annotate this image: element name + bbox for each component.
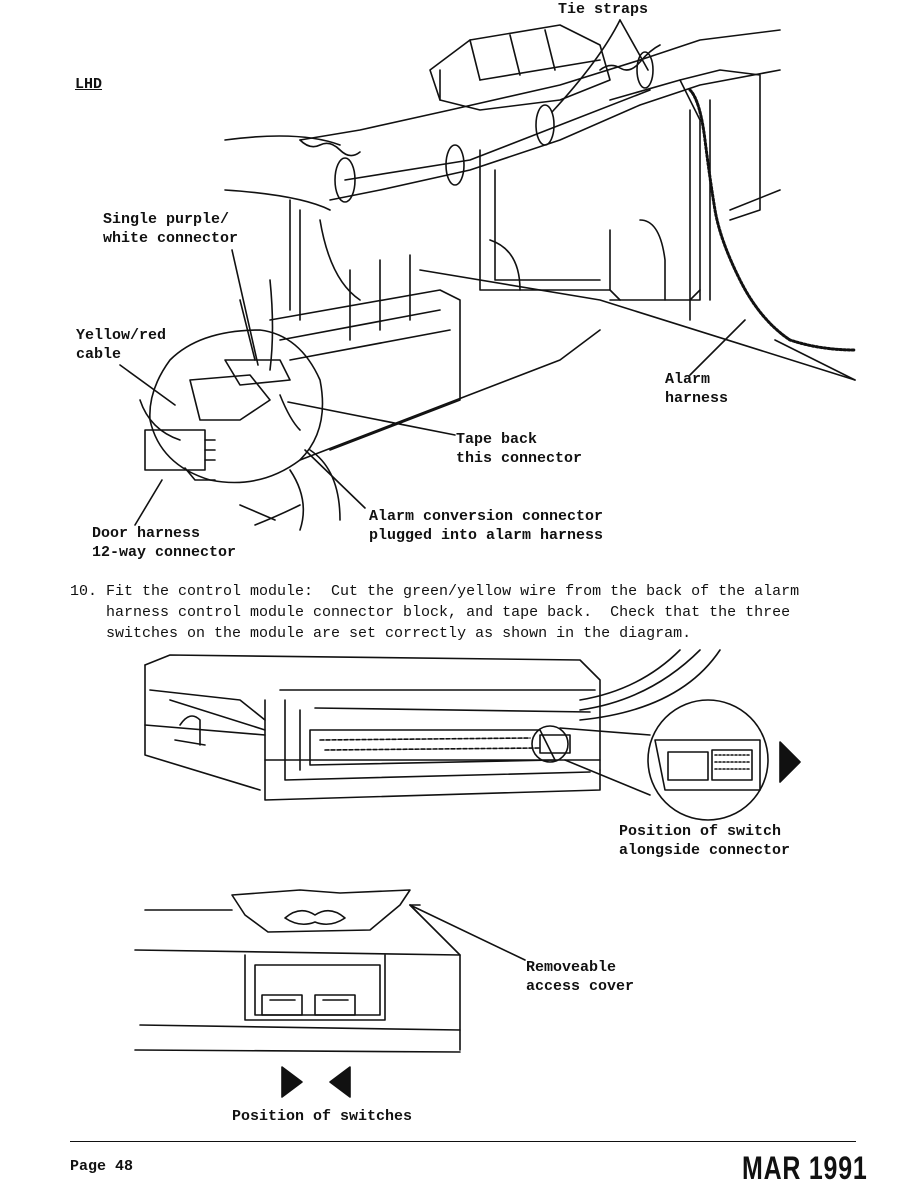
single-purple-white-connector-label: Single purple/ white connector — [103, 211, 239, 247]
alarm-harness-label: Alarm harness — [665, 371, 729, 407]
module-front-illustration — [134, 889, 526, 1098]
footer-rule — [70, 1141, 856, 1142]
door-harness-label: Door harness 12-way connector — [92, 525, 237, 561]
harness-illustration — [119, 19, 857, 531]
lhd-label: LHD — [75, 76, 103, 93]
tie-straps-label: Tie straps — [558, 1, 649, 18]
control-module-illustration — [144, 649, 801, 821]
page-number: Page 48 — [70, 1158, 134, 1175]
removeable-access-cover-label: Removeable access cover — [526, 959, 635, 995]
yellow-red-cable-label: Yellow/red cable — [76, 327, 167, 363]
date-stamp: MAR 1991 — [742, 1150, 868, 1186]
alarm-conversion-label: Alarm conversion connector plugged into … — [369, 508, 604, 544]
switches-position-label: Position of switches — [232, 1108, 413, 1125]
step-10-instructions: 10. Fit the control module: Cut the gree… — [70, 583, 800, 642]
tape-back-label: Tape back this connector — [456, 431, 583, 467]
switch-position-label: Position of switch alongside connector — [619, 823, 791, 859]
